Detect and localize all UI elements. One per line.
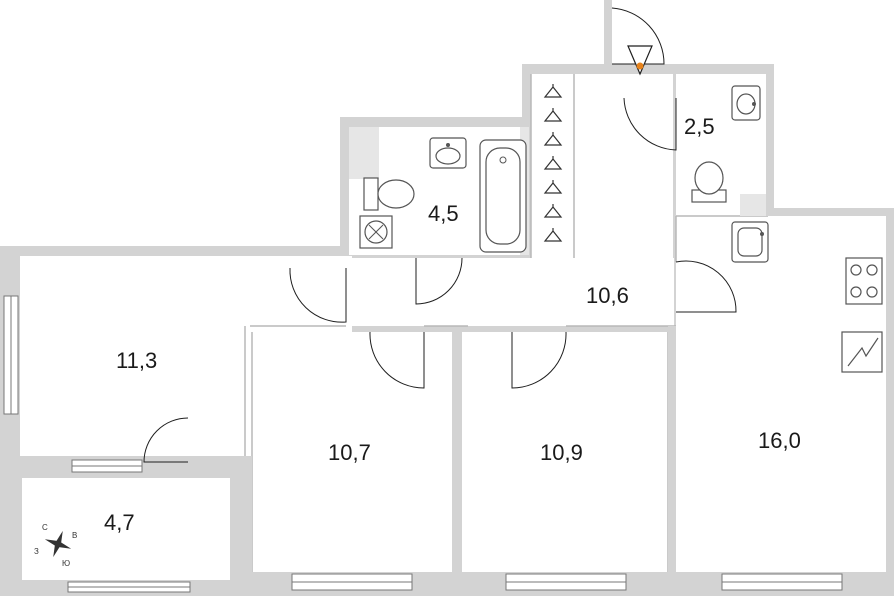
electrical-panel-icon bbox=[841, 331, 883, 373]
area-room-mid-left: 10,7 bbox=[328, 440, 371, 465]
washing-machine-icon bbox=[359, 215, 393, 249]
hanger-icon bbox=[543, 228, 563, 242]
area-room-left: 11,3 bbox=[116, 348, 157, 373]
bathroom-fixtures bbox=[349, 127, 529, 255]
compass-west: З bbox=[34, 547, 39, 556]
entrance-door bbox=[611, 7, 665, 65]
area-bathroom: 4,5 bbox=[428, 201, 459, 226]
loggia-door bbox=[143, 417, 189, 463]
room-left-door bbox=[289, 267, 347, 323]
area-wc: 2,5 bbox=[684, 114, 715, 139]
hanger-icon bbox=[543, 180, 563, 194]
room-mid-right-door bbox=[511, 331, 567, 389]
hanger-icon bbox=[543, 84, 563, 98]
wc-door bbox=[623, 97, 677, 151]
entrance-marker-icon bbox=[627, 45, 653, 76]
doors bbox=[143, 7, 737, 463]
toilet-icon bbox=[363, 177, 415, 211]
compass-east: В bbox=[72, 531, 77, 540]
area-loggia: 4,7 bbox=[104, 510, 135, 535]
hanger-icon bbox=[543, 204, 563, 218]
area-kitchen-living: 16,0 bbox=[758, 428, 801, 453]
compass-icon: С В Ю З bbox=[34, 523, 77, 568]
sink-icon bbox=[429, 137, 467, 169]
wardrobe bbox=[543, 84, 563, 242]
stove-icon bbox=[845, 257, 883, 305]
compass-south: Ю bbox=[62, 559, 70, 568]
area-hall: 10,6 bbox=[586, 283, 629, 308]
hanger-icon bbox=[543, 108, 563, 122]
sink-icon bbox=[731, 221, 769, 263]
area-room-mid-right: 10,9 bbox=[540, 440, 583, 465]
bathroom-door bbox=[415, 257, 463, 305]
kitchen-fixtures bbox=[731, 221, 883, 373]
kitchen-door bbox=[675, 260, 737, 313]
hanger-icon bbox=[543, 132, 563, 146]
room-mid-left-door bbox=[369, 331, 425, 389]
bathtub-icon bbox=[479, 139, 527, 253]
room-labels: 4,5 2,5 10,6 11,3 10,7 10,9 16,0 4,7 bbox=[104, 114, 801, 535]
windows bbox=[3, 295, 843, 593]
hanger-icon bbox=[543, 156, 563, 170]
toilet-icon bbox=[691, 161, 727, 203]
sink-icon bbox=[731, 85, 761, 121]
wc-fixtures bbox=[691, 85, 766, 216]
compass-north: С bbox=[42, 523, 48, 532]
